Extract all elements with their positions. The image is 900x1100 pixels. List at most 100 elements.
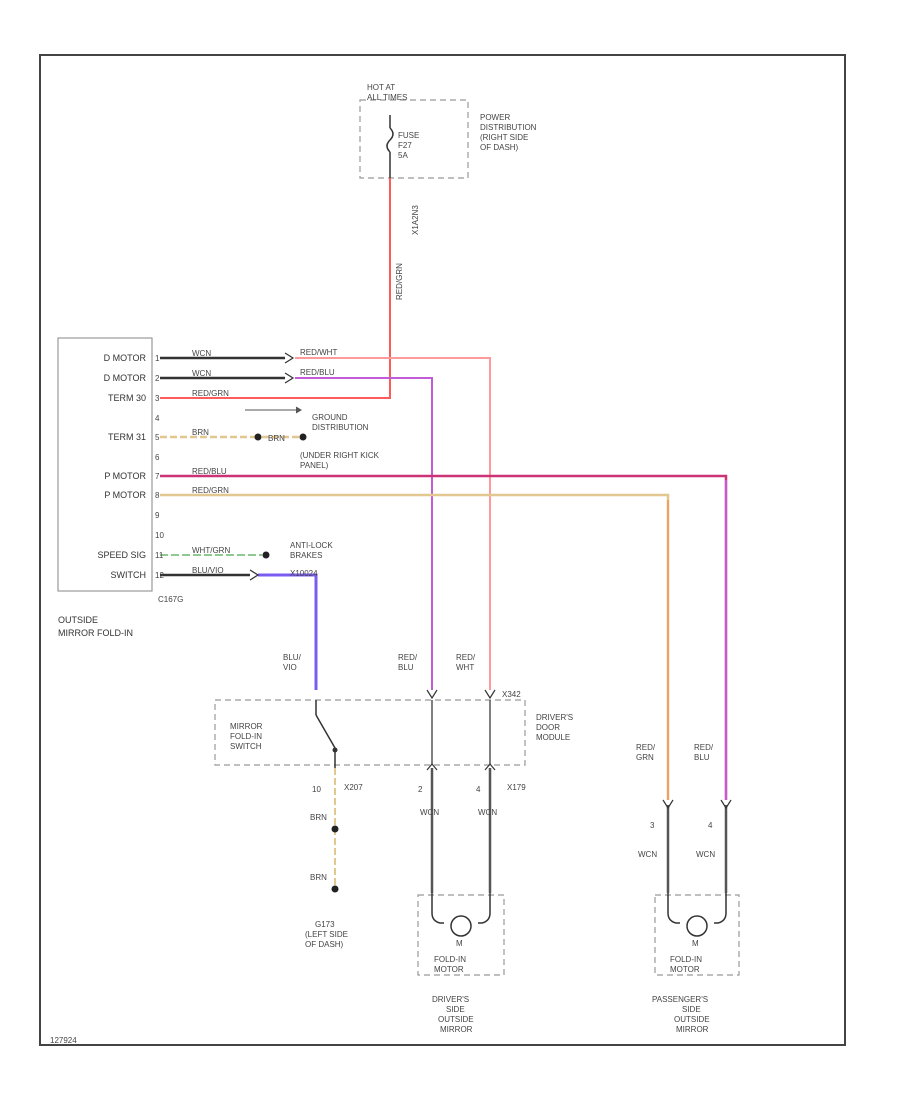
switch-blade [315, 714, 336, 749]
door-conn-arrow-2 [484, 689, 496, 700]
pass-name-3: OUTSIDE [674, 1015, 710, 1024]
switch-name-1: MIRROR [230, 722, 263, 731]
power-loc-4: OF DASH) [480, 143, 519, 152]
pin-wire-color: RED/BLU [192, 467, 227, 476]
pin-wire-color: WCN [192, 349, 211, 358]
switch-name-3: SWITCH [230, 742, 262, 751]
driver-name-3: OUTSIDE [438, 1015, 474, 1024]
wire-d1-1: RED/ [398, 653, 418, 662]
pass-name-1: PASSENGER'S [652, 995, 708, 1004]
pass-conn-arrow-1 [662, 799, 674, 810]
wire-red-wht-driver [295, 357, 491, 690]
power-loc-1: POWER [480, 113, 510, 122]
abs-label-1: ANTI-LOCK [290, 541, 333, 550]
ground-note-1: GROUND [312, 413, 348, 422]
pin-number: 8 [155, 491, 160, 500]
pin-wire-color: RED/GRN [192, 389, 229, 398]
pin-10-label: 10 [312, 785, 321, 794]
wire-in-2: VIO [283, 663, 297, 672]
pass-wire-top-2a: RED/ [694, 743, 714, 752]
pin-wire-color: BRN [192, 428, 209, 437]
driver-motor-m: M [456, 939, 463, 948]
door-module-name-3: MODULE [536, 733, 570, 742]
fuse-label-3: 5A [398, 151, 408, 160]
power-wire-color: RED/GRN [395, 263, 404, 300]
brn-label-1: BRN [310, 813, 327, 822]
pin-label: P MOTOR [104, 490, 146, 500]
pass-wire-2: WCN [696, 850, 715, 859]
power-wire-id: X1A2N3 [411, 205, 420, 235]
pin-label: D MOTOR [104, 353, 147, 363]
driver-wire-2: WCN [478, 808, 497, 817]
ground-name-1: G173 [315, 920, 335, 929]
driver-name-4: MIRROR [440, 1025, 473, 1034]
pin-number: 7 [155, 472, 160, 481]
pin-label: D MOTOR [104, 373, 147, 383]
pass-mirror-box [654, 894, 740, 976]
passengers-side-mirror: RED/ GRN RED/ BLU 3 4 WCN WCN M FOLD-IN … [636, 743, 740, 1034]
pin-number: 2 [155, 374, 160, 383]
connector-arrow-12 [249, 569, 260, 581]
pin-wire-color: WCN [192, 369, 211, 378]
wire-d2-1: RED/ [456, 653, 476, 662]
power-loc-3: (RIGHT SIDE [480, 133, 528, 142]
pass-name-2: SIDE [682, 1005, 701, 1014]
pin-label: P MOTOR [104, 471, 146, 481]
driver-mirror-box [417, 894, 505, 976]
ground-loc-2: PANEL) [300, 461, 329, 470]
power-loc-2: DISTRIBUTION [480, 123, 537, 132]
ground-conn: X207 [344, 783, 363, 792]
pin-label: TERM 31 [108, 432, 146, 442]
wire-in-1: BLU/ [283, 653, 302, 662]
pass-wire-top-1a: RED/ [636, 743, 656, 752]
driver-motor-leads [431, 893, 491, 924]
ground-splice [331, 825, 339, 833]
ground-point [331, 885, 339, 893]
module-wire-labels: RED/WHT RED/BLU BRN GROUND DISTRIBUTION … [268, 348, 380, 578]
pin-label: SPEED SIG [97, 550, 146, 560]
fuse-label-2: F27 [398, 141, 412, 150]
pass-motor-1: FOLD-IN [670, 955, 702, 964]
pin-2-label: 2 [418, 785, 423, 794]
pin-4-label: 4 [476, 785, 481, 794]
connector-marks [245, 352, 307, 581]
figure-id: 127924 [50, 1036, 77, 1045]
pass-name-4: MIRROR [676, 1025, 709, 1034]
door-module-name-2: DOOR [536, 723, 560, 732]
hot-label-2: ALL TIMES [367, 93, 407, 102]
speed-dot [262, 551, 270, 559]
pass-conn-arrow-2 [720, 799, 732, 810]
pin-wire-color: RED/GRN [192, 486, 229, 495]
out-label-2: RED/BLU [300, 368, 335, 377]
pass-pin-3: 3 [650, 821, 655, 830]
switch-name-2: FOLD-IN [230, 732, 262, 741]
brn-label-2: BRN [310, 873, 327, 882]
ground-dot-1 [254, 433, 262, 441]
pass-motor-2: MOTOR [670, 965, 700, 974]
ground-note-2: DISTRIBUTION [312, 423, 369, 432]
fuse-label-1: FUSE [398, 131, 419, 140]
driver-motor-2: MOTOR [434, 965, 464, 974]
pin-wire-color: WHT/GRN [192, 546, 230, 555]
pass-motor-leads [667, 893, 727, 924]
pass-motor-icon [686, 915, 708, 937]
door-conn-arrow-1 [426, 689, 438, 700]
wires [160, 178, 728, 893]
diagram-frame [39, 54, 846, 1046]
pin-wire-color: BLU/VIO [192, 566, 224, 575]
power-distribution-box [359, 99, 469, 179]
module-name-1: OUTSIDE [58, 615, 98, 625]
driver-name-1: DRIVER'S [432, 995, 469, 1004]
fuse-icon [386, 127, 394, 153]
out-label-1: RED/WHT [300, 348, 337, 357]
pin-number: 3 [155, 394, 160, 403]
wire-blu-vio-switch [258, 573, 318, 690]
pass-motor-m: M [692, 939, 699, 948]
door-conn-arrow-4 [484, 763, 496, 771]
ground-dot-2 [299, 433, 307, 441]
conn-x179: X179 [507, 783, 526, 792]
ground-name-3: OF DASH) [305, 940, 344, 949]
pass-wire-top-1b: GRN [636, 753, 654, 762]
